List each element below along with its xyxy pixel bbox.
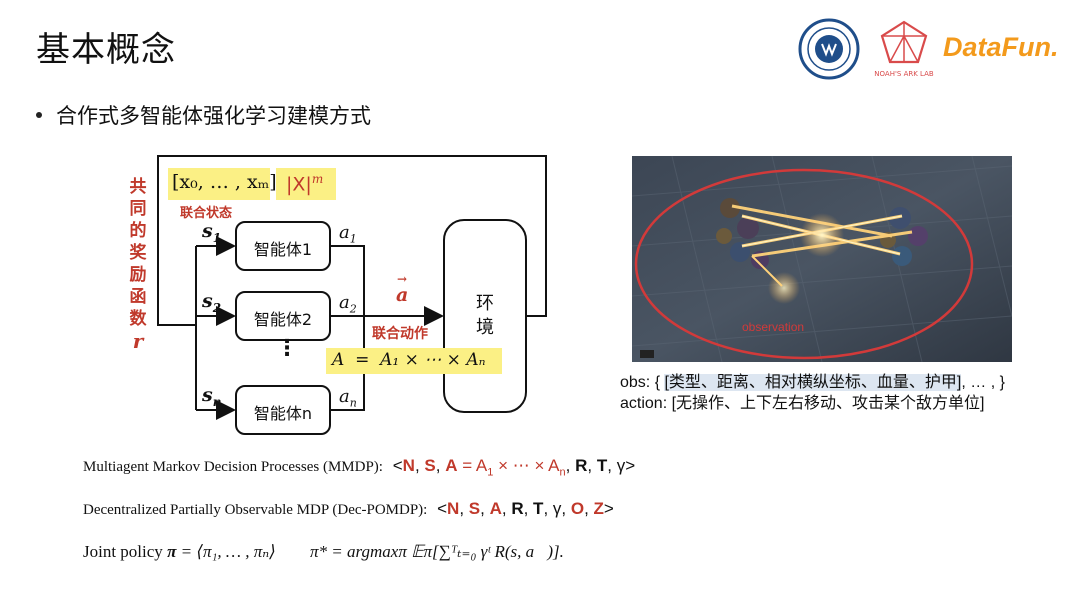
state-label-2: s2 (202, 290, 222, 315)
action-label-2: a2 (339, 292, 357, 316)
feedback-loop-line (157, 155, 547, 326)
card-text: |X| (286, 173, 312, 196)
action-label-n: an (339, 386, 357, 410)
reward-char: 共 (129, 177, 147, 197)
observation-description: obs: { [类型、距离、相对横纵坐标、血量、护甲], … , } actio… (620, 372, 1005, 414)
joint-state-caption: 联合状态 (180, 206, 233, 221)
right-units (880, 207, 928, 266)
action-line-n (330, 316, 365, 411)
left-units (716, 198, 769, 269)
agent-label-2: 智能体2 (253, 310, 313, 329)
university-seal-logo (798, 18, 860, 80)
joint-action-vector: →a (396, 272, 409, 306)
action-label-1: a1 (339, 222, 357, 246)
reward-char: 的 (129, 221, 147, 241)
page-title: 基本概念 (36, 30, 176, 70)
reward-char: 数 (129, 309, 147, 329)
joint-action-caption: 联合动作 (372, 326, 428, 342)
bullet-text: 合作式多智能体强化学习建模方式 (56, 104, 371, 128)
state-label-n: sn (202, 384, 222, 409)
agent-label-n: 智能体n (253, 404, 313, 423)
game-screenshot: observation (632, 156, 1012, 362)
dec-pomdp-equation: Decentralized Partially Observable MDP (… (83, 499, 614, 518)
noahs-ark-logo: NOAH'S ARK LAB (874, 18, 934, 80)
joint-state-highlight (168, 168, 270, 200)
action-line-1 (330, 245, 365, 316)
action-space-highlight (326, 348, 502, 374)
joint-state-cardinality: |X|m (286, 172, 323, 195)
observation-ellipse (634, 168, 974, 360)
joint-state-card-highlight (276, 168, 336, 200)
action-line: action: [无操作、上下左右移动、攻击某个敌方单位] (620, 395, 985, 412)
reward-symbol: r (132, 329, 144, 353)
bullet-dot (36, 112, 42, 118)
obs-line: obs: { [类型、距离、相对横纵坐标、血量、护甲], … , } (620, 374, 1005, 391)
joint-state-vector: [x₀, … , xₘ] (172, 171, 277, 193)
environment-label: 环境 (476, 293, 494, 338)
joint-policy-equation: Joint policy π = ⟨π₁, … , πₙ⟩ π* = argma… (83, 542, 564, 561)
bullet-point: 合作式多智能体强化学习建模方式 (36, 100, 371, 130)
card-sup: m (311, 172, 324, 186)
agent-label-1: 智能体1 (253, 240, 313, 259)
reward-char: 励 (129, 265, 147, 285)
action-space-formula: A = A₁ × ⋯ × Aₙ (332, 350, 486, 370)
reward-char: 奖 (129, 243, 147, 263)
noahs-ark-label: NOAH'S ARK LAB (874, 70, 934, 78)
reward-char: 同 (129, 199, 147, 219)
agents-ellipsis: ⋮ (276, 336, 298, 361)
observation-label: observation (742, 320, 805, 334)
reward-char: 函 (129, 287, 147, 307)
reward-function-label: 共 同 的 奖 励 函 数 r (126, 176, 150, 352)
state-label-1: s1 (202, 220, 222, 245)
mmdp-equation: Multiagent Markov Decision Processes (MM… (83, 456, 636, 479)
datafun-logo: DataFun. (943, 32, 1059, 62)
